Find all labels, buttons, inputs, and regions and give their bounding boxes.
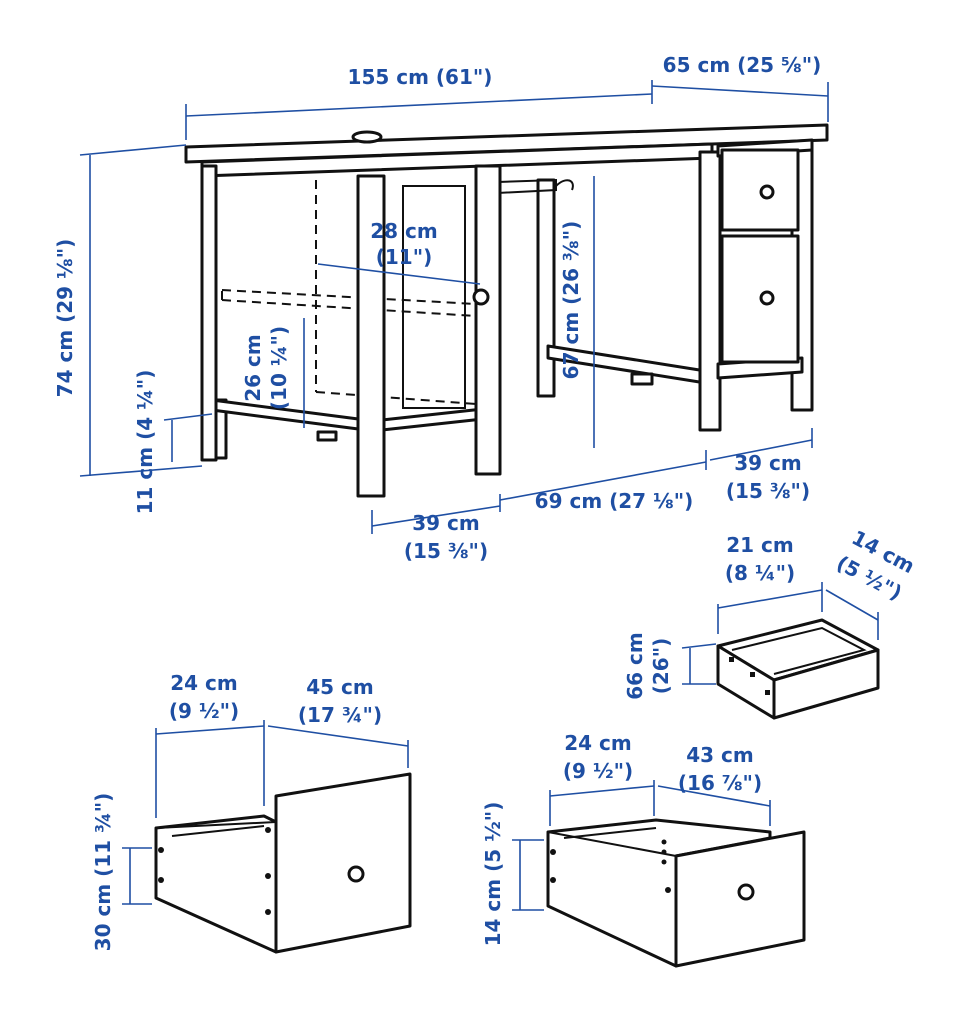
right-section-width-label-line2: (15 ⅜") [726, 479, 810, 503]
small-drawer-width-label-line2: (9 ½") [563, 759, 633, 783]
shelf-clearance-label-line2: (10 ¼") [267, 326, 291, 410]
shelf-clearance-label-line1: 26 cm [241, 334, 265, 402]
dimension-lines [79, 80, 879, 911]
tray-height-label-line2: (26") [649, 638, 673, 695]
floor-clearance-label: 11 cm (4 ¼") [133, 370, 157, 515]
knee-width-label: 69 cm (27 ⅛") [535, 489, 694, 513]
desk-depth-label: 65 cm (25 ⅝") [663, 53, 822, 77]
right-section-width-label-line1: 39 cm [734, 451, 802, 475]
small-drawer-height-label: 14 cm (5 ½") [481, 802, 505, 947]
tray-width-label-line1: 21 cm [726, 533, 794, 557]
left-section-width-label-line2: (15 ⅜") [404, 539, 488, 563]
small-tray-illustration [716, 618, 880, 720]
shelf-depth-label-line1: 28 cm [370, 219, 438, 243]
left-section-width-label-line1: 39 cm [412, 511, 480, 535]
large-drawer-illustration [154, 772, 412, 954]
small-drawer-depth-label-line2: (16 ⅞") [678, 771, 762, 795]
knee-height-label: 67 cm (26 ⅜") [559, 221, 583, 380]
tray-height-label-line1: 66 cm [623, 632, 647, 700]
shelf-depth-label-line2: (11") [376, 245, 433, 269]
large-drawer-width-label-line2: (9 ½") [169, 699, 239, 723]
dimension-labels: 155 cm (61") 65 cm (25 ⅝") 74 cm (29 ⅛")… [53, 53, 919, 951]
large-drawer-height-label: 30 cm (11 ¾") [91, 793, 115, 952]
desk-width-label: 155 cm (61") [348, 65, 493, 89]
small-drawer-illustration [546, 818, 806, 968]
small-drawer-width-label-line1: 24 cm [564, 731, 632, 755]
large-drawer-depth-label-line1: 45 cm [306, 675, 374, 699]
small-drawer-depth-label-line1: 43 cm [686, 743, 754, 767]
tray-width-label-line2: (8 ¼") [725, 561, 795, 585]
desk-height-label: 74 cm (29 ⅛") [53, 239, 77, 398]
desk-illustration [184, 123, 829, 498]
large-drawer-width-label-line1: 24 cm [170, 671, 238, 695]
large-drawer-depth-label-line2: (17 ¾") [298, 703, 382, 727]
